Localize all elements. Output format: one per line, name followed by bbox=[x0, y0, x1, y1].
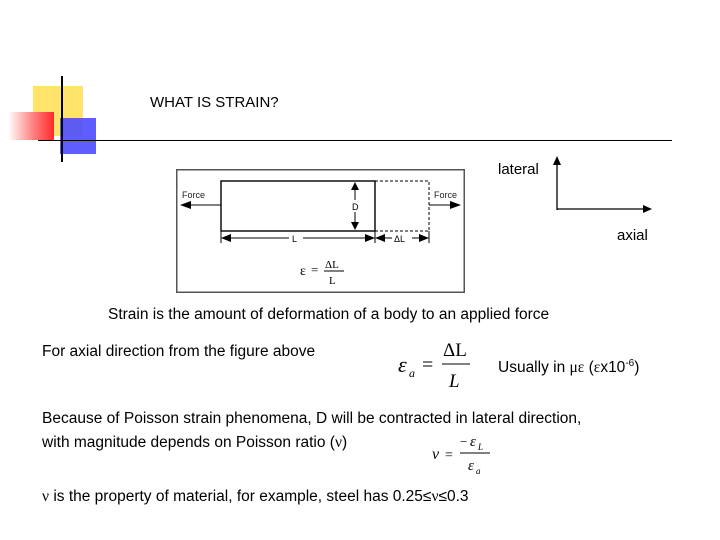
l-label: L bbox=[292, 234, 297, 244]
peq-nu: ν bbox=[432, 446, 440, 463]
lateral-label: lateral bbox=[498, 161, 539, 178]
units-note: Usually in με (εx10-6) bbox=[498, 358, 639, 377]
dl-label: ΔL bbox=[394, 234, 405, 244]
l-arrow-left-icon bbox=[221, 234, 231, 242]
peq-den-epsilon: ε bbox=[468, 458, 474, 474]
figure-formula-numerator: ΔL bbox=[325, 259, 339, 271]
l-arrow-right-icon bbox=[365, 234, 375, 242]
eq-epsilon: ε bbox=[398, 352, 407, 377]
d-label-bg bbox=[350, 200, 360, 212]
peq-num-epsilon: ε bbox=[470, 434, 476, 450]
eq-equals: = bbox=[422, 354, 433, 376]
peq-num-subscript: L bbox=[477, 442, 483, 452]
property-text: is the property of material, for example… bbox=[49, 488, 432, 505]
peq-minus: − bbox=[460, 434, 467, 449]
d-label: D bbox=[352, 202, 359, 212]
axial-direction-text: For axial direction from the figure abov… bbox=[42, 343, 316, 360]
property-end: ≤0.3 bbox=[438, 488, 469, 505]
poisson-property-line: ν is the property of material, for examp… bbox=[42, 488, 469, 506]
slide-title: WHAT IS STRAIN? bbox=[150, 94, 279, 111]
units-x10: x10 bbox=[600, 359, 626, 377]
axial-label: axial bbox=[617, 227, 648, 244]
l-label-bg bbox=[289, 232, 303, 244]
lateral-arrow-icon bbox=[553, 156, 561, 165]
poisson-equation: ν = − ε L ε a bbox=[432, 434, 490, 476]
units-exponent: -6 bbox=[625, 358, 635, 369]
axial-strain-equation: ε a = ΔL L bbox=[398, 340, 470, 392]
units-close: ) bbox=[634, 359, 640, 377]
dl-label-bg bbox=[392, 232, 412, 244]
d-arrow-down-icon bbox=[351, 222, 359, 230]
eq-subscript-a: a bbox=[409, 366, 415, 380]
units-open: ( bbox=[584, 359, 594, 377]
axial-arrow-icon bbox=[643, 205, 652, 213]
units-prefix: Usually in bbox=[498, 359, 570, 377]
d-arrow-up-icon bbox=[351, 182, 359, 190]
force-left-label: Force bbox=[182, 190, 205, 200]
poisson-line-2-nu: ν bbox=[334, 434, 342, 451]
units-epsilon: ε bbox=[593, 359, 601, 377]
poisson-line-2-prefix: with magnitude depends on Poisson ratio … bbox=[42, 434, 335, 451]
peq-equals: = bbox=[445, 448, 453, 463]
poisson-line-2: with magnitude depends on Poisson ratio … bbox=[42, 434, 347, 452]
eq-numerator: ΔL bbox=[443, 340, 467, 361]
elongation-region bbox=[374, 180, 430, 232]
decorative-blue-square bbox=[60, 118, 96, 154]
decorative-vertical-line bbox=[61, 76, 63, 162]
poisson-line-1: Because of Poisson strain phenomena, D w… bbox=[42, 410, 582, 427]
figure-formula-equals: = bbox=[311, 262, 318, 277]
poisson-line-2-suffix: ) bbox=[341, 434, 348, 451]
peq-den-subscript: a bbox=[476, 466, 481, 476]
force-right-label: Force bbox=[434, 190, 457, 200]
units-mu-epsilon: με bbox=[569, 359, 585, 377]
strain-definition: Strain is the amount of deformation of a… bbox=[108, 306, 550, 323]
dl-arrow-left-icon bbox=[375, 234, 385, 242]
eq-denominator: L bbox=[448, 371, 460, 392]
figure-formula-denominator: L bbox=[329, 275, 336, 287]
axes-diagram: lateral axial bbox=[498, 156, 652, 244]
figure-formula-epsilon: ε bbox=[300, 264, 306, 279]
force-right-arrow-icon bbox=[450, 201, 461, 209]
strain-figure: Force Force D L ΔL ε = ΔL L bbox=[176, 169, 465, 293]
dl-arrow-right-icon bbox=[419, 234, 429, 242]
title-underline bbox=[38, 140, 672, 141]
force-left-arrow-icon bbox=[180, 201, 191, 209]
decorative-red-bar bbox=[8, 112, 54, 140]
property-nu-2: ν bbox=[431, 488, 439, 505]
property-nu: ν bbox=[42, 488, 50, 505]
